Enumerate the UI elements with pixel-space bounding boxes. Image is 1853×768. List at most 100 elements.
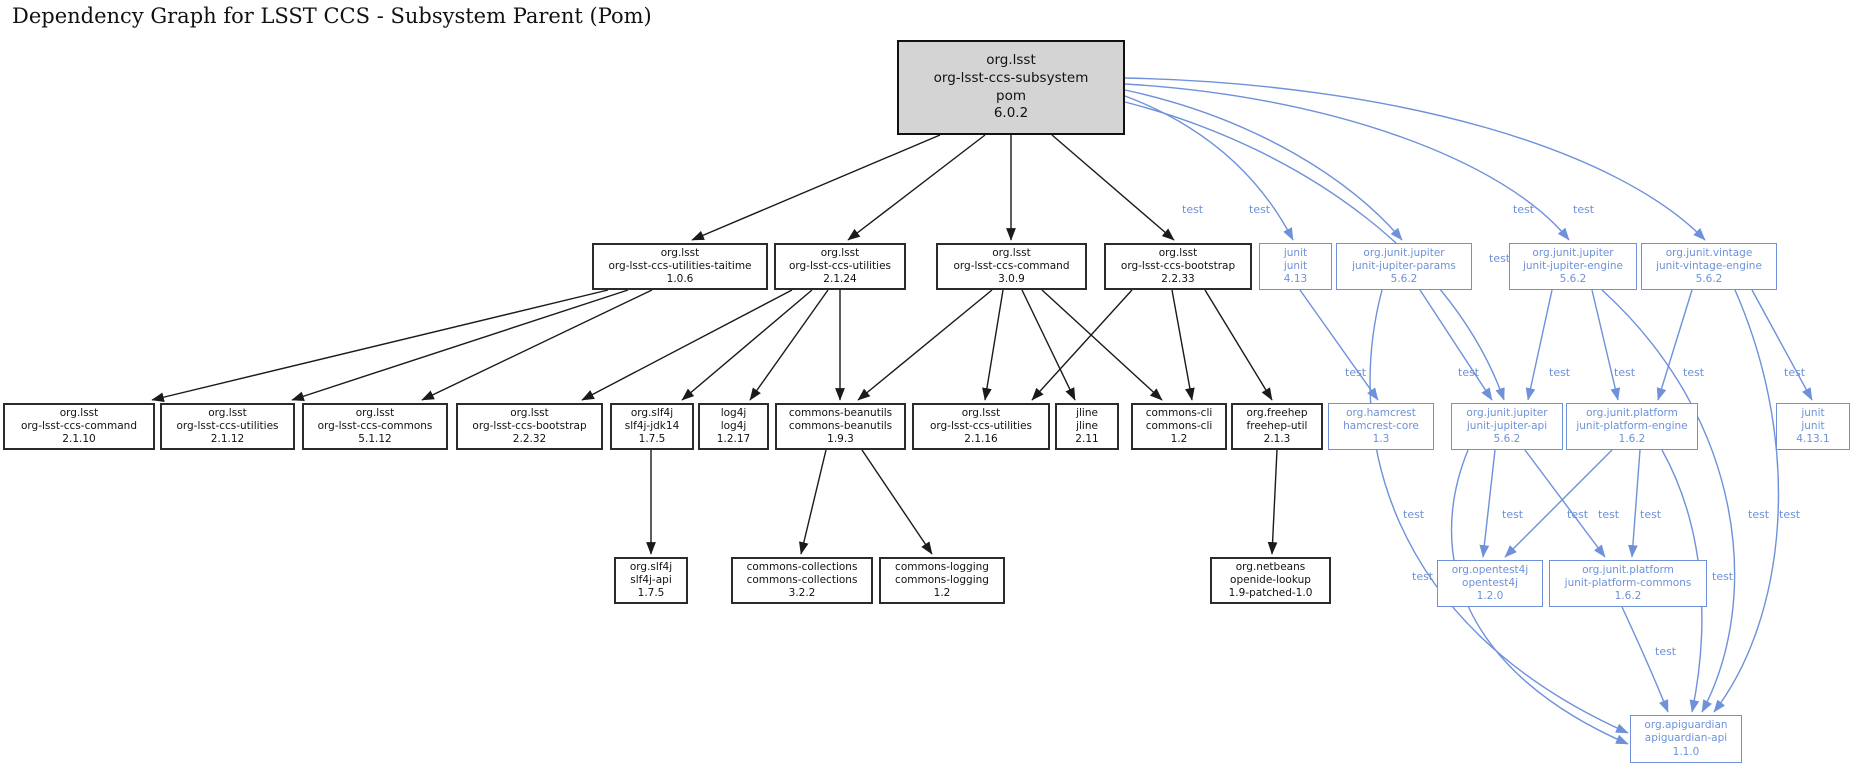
node-command-309-line: org.lsst xyxy=(992,246,1031,259)
node-utilities-2124-line: org-lsst-ccs-utilities xyxy=(788,259,892,272)
edge-platform-engine-to-platform-commons xyxy=(1628,449,1641,558)
graph-title: Dependency Graph for LSST CCS - Subsyste… xyxy=(12,4,652,28)
node-slf4j-jdk14-line: org.slf4j xyxy=(630,406,674,419)
node-utilities-2124-line: org.lsst xyxy=(820,246,860,259)
node-apiguardian-line: org.apiguardian xyxy=(1644,719,1728,732)
edge-label-test: test xyxy=(1779,508,1801,521)
node-commons-cli-line: commons-cli xyxy=(1145,406,1213,419)
edge-utilities-2124-to-log4j xyxy=(749,289,829,401)
node-utilities-2124-line: 2.1.24 xyxy=(823,273,857,286)
node-beanutils-line: 1.9.3 xyxy=(827,433,854,446)
node-root-line: 6.0.2 xyxy=(993,105,1029,122)
node-jupiter-engine-line: org.junit.jupiter xyxy=(1532,246,1614,259)
node-junit-4131-line: junit xyxy=(1801,419,1825,432)
edge-jupiter-params-to-apiguardian xyxy=(1369,289,1629,734)
edge-root-to-junit-413 xyxy=(1124,95,1294,241)
node-apiguardian-line: apiguardian-api xyxy=(1644,732,1728,745)
edge-root-to-utilities-2124 xyxy=(847,134,986,241)
edge-label-test: test xyxy=(1784,366,1806,379)
edge-command-309-to-jline xyxy=(1021,289,1076,401)
node-commons-cli-line: commons-cli xyxy=(1145,419,1213,432)
node-jupiter-engine-line: junit-jupiter-engine xyxy=(1522,259,1624,272)
edge-label-test: test xyxy=(1567,508,1589,521)
edge-label-test: test xyxy=(1573,203,1595,216)
node-jupiter-params-line: junit-jupiter-params xyxy=(1352,259,1456,272)
node-utilities-2116-line: org-lsst-ccs-utilities xyxy=(929,419,1033,432)
edge-jupiter-engine-to-apiguardian xyxy=(1601,289,1736,713)
node-slf4j-jdk14-line: slf4j-jdk14 xyxy=(624,419,680,432)
node-openide-lookup-line: 1.9-patched-1.0 xyxy=(1228,587,1313,600)
node-beanutils-line: commons-beanutils xyxy=(788,419,893,432)
node-platform-commons-line: org.junit.platform xyxy=(1582,563,1674,576)
node-opentest4j-line: 1.2.0 xyxy=(1476,590,1504,603)
edge-taitime-to-command-2110 xyxy=(151,289,609,402)
node-commons-5112-line: org.lsst xyxy=(355,406,395,419)
edge-root-to-taitime xyxy=(691,134,941,241)
edge-label-test: test xyxy=(1489,252,1511,265)
edge-junit-413-to-hamcrest-core xyxy=(1299,289,1379,401)
node-commons-collections-line: commons-collections xyxy=(746,560,858,573)
edge-root-to-bootstrap-2233 xyxy=(1051,134,1175,241)
node-junit-413-line: 4.13 xyxy=(1283,273,1308,286)
edge-jupiter-api-to-platform-commons xyxy=(1524,449,1606,558)
node-root-line: org-lsst-ccs-subsystem xyxy=(933,69,1089,86)
node-log4j-line: log4j xyxy=(720,406,747,419)
edge-utilities-2124-to-slf4j-jdk14 xyxy=(681,289,813,401)
node-command-309-line: 3.0.9 xyxy=(998,273,1025,286)
edge-platform-engine-to-opentest4j xyxy=(1504,449,1613,558)
node-commons-5112-line: org-lsst-ccs-commons xyxy=(317,419,433,432)
edge-label-test: test xyxy=(1249,203,1271,216)
node-jline-line: 2.11 xyxy=(1075,433,1099,446)
node-bootstrap-2233-line: org.lsst xyxy=(1158,246,1198,259)
node-utilities-2112-line: 2.1.12 xyxy=(210,433,245,446)
node-vintage-engine-line: org.junit.vintage xyxy=(1665,246,1753,259)
edge-root-to-jupiter-params xyxy=(1124,89,1403,241)
node-utilities-2112-line: org-lsst-ccs-utilities xyxy=(176,419,279,432)
edge-beanutils-to-commons-logging xyxy=(861,449,933,555)
node-bootstrap-2232-line: org-lsst-ccs-bootstrap xyxy=(472,419,587,432)
edge-label-test: test xyxy=(1598,508,1620,521)
edge-bootstrap-2233-to-freehep-util xyxy=(1204,289,1273,401)
node-bootstrap-2232-line: 2.2.32 xyxy=(512,433,547,446)
node-slf4j-jdk14-line: 1.7.5 xyxy=(638,433,666,446)
node-jupiter-params-line: 5.6.2 xyxy=(1390,273,1418,286)
node-commons-logging-line: commons-logging xyxy=(895,573,989,586)
node-slf4j-api-line: slf4j-api xyxy=(630,573,672,586)
node-taitime-line: org.lsst xyxy=(660,246,700,259)
node-vintage-engine-line: junit-vintage-engine xyxy=(1656,259,1762,272)
node-freehep-util-line: 2.1.3 xyxy=(1263,433,1291,446)
edge-jupiter-engine-to-jupiter-api xyxy=(1525,289,1553,401)
node-junit-4131-line: 4.13.1 xyxy=(1796,433,1830,446)
edge-label-test: test xyxy=(1412,570,1434,583)
node-hamcrest-core-line: 1.3 xyxy=(1372,433,1390,446)
edge-label-test: test xyxy=(1345,366,1367,379)
node-beanutils-line: commons-beanutils xyxy=(788,406,893,419)
edge-label-test: test xyxy=(1502,508,1524,521)
node-commons-logging-line: commons-logging xyxy=(895,560,989,573)
node-opentest4j-line: opentest4j xyxy=(1462,576,1518,589)
edge-jupiter-engine-to-platform-engine xyxy=(1591,289,1621,401)
node-freehep-util-line: org.freehep xyxy=(1246,406,1308,419)
edge-command-309-to-utilities-2116 xyxy=(982,289,1004,401)
node-junit-413-line: junit xyxy=(1283,259,1308,272)
edge-label-test: test xyxy=(1614,366,1636,379)
node-opentest4j-line: org.opentest4j xyxy=(1451,563,1529,576)
node-utilities-2112-line: org.lsst xyxy=(208,406,247,419)
node-hamcrest-core-line: org.hamcrest xyxy=(1346,406,1416,419)
edge-root-to-vintage-engine xyxy=(1124,77,1706,241)
